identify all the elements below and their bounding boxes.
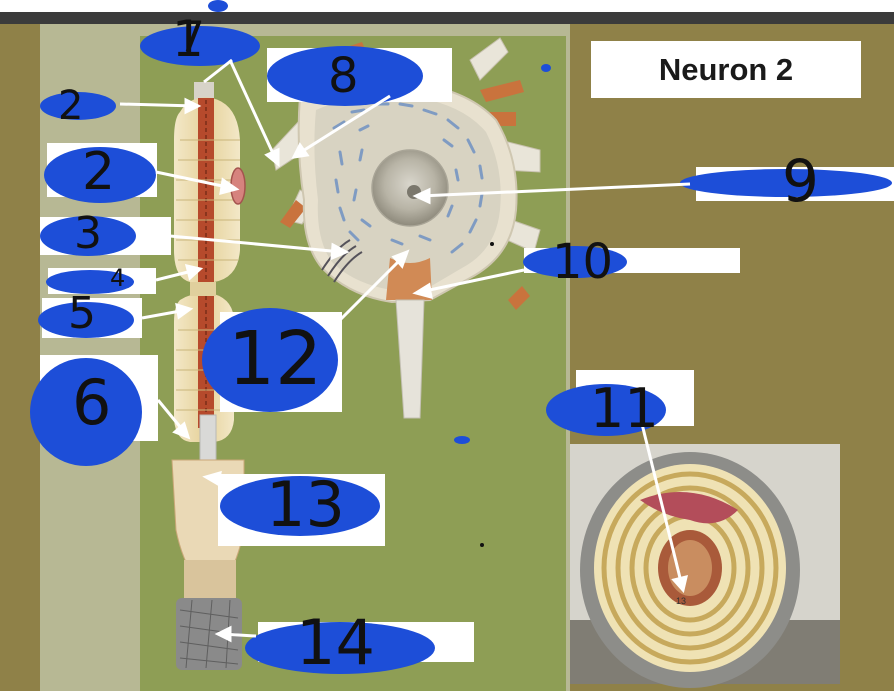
- label-arrows: [119, 58, 691, 643]
- nissl-bodies: [332, 102, 484, 254]
- window-toolbar-strip: [0, 12, 894, 24]
- page-title: Neuron 2: [658, 51, 794, 87]
- label-2b: 2: [82, 142, 116, 202]
- label-1: 1: [172, 10, 204, 68]
- label-2a: 2: [58, 83, 84, 129]
- label-8: 8: [328, 48, 359, 104]
- label-11: 11: [590, 377, 659, 440]
- label-12: 12: [228, 316, 323, 402]
- label-14: 14: [296, 606, 375, 679]
- label-9: 9: [782, 147, 819, 215]
- label-10: 10: [552, 234, 614, 290]
- label-6: 6: [72, 366, 112, 439]
- cross-section-myelin-layers: [601, 471, 779, 665]
- axon-initial-segment: [395, 299, 425, 419]
- label-5: 5: [68, 288, 96, 339]
- label-4: 4: [110, 264, 126, 292]
- cross-section-schwann-nucleus: [640, 492, 738, 524]
- label-7: 7: [178, 12, 205, 61]
- cross-section-axon: [668, 540, 712, 596]
- label-3: 3: [74, 208, 102, 259]
- title-box: Neuron 2: [591, 41, 861, 98]
- cross-section-numeral: 13: [676, 596, 687, 606]
- marker-scribbles: [30, 0, 892, 674]
- label-13: 13: [266, 468, 345, 541]
